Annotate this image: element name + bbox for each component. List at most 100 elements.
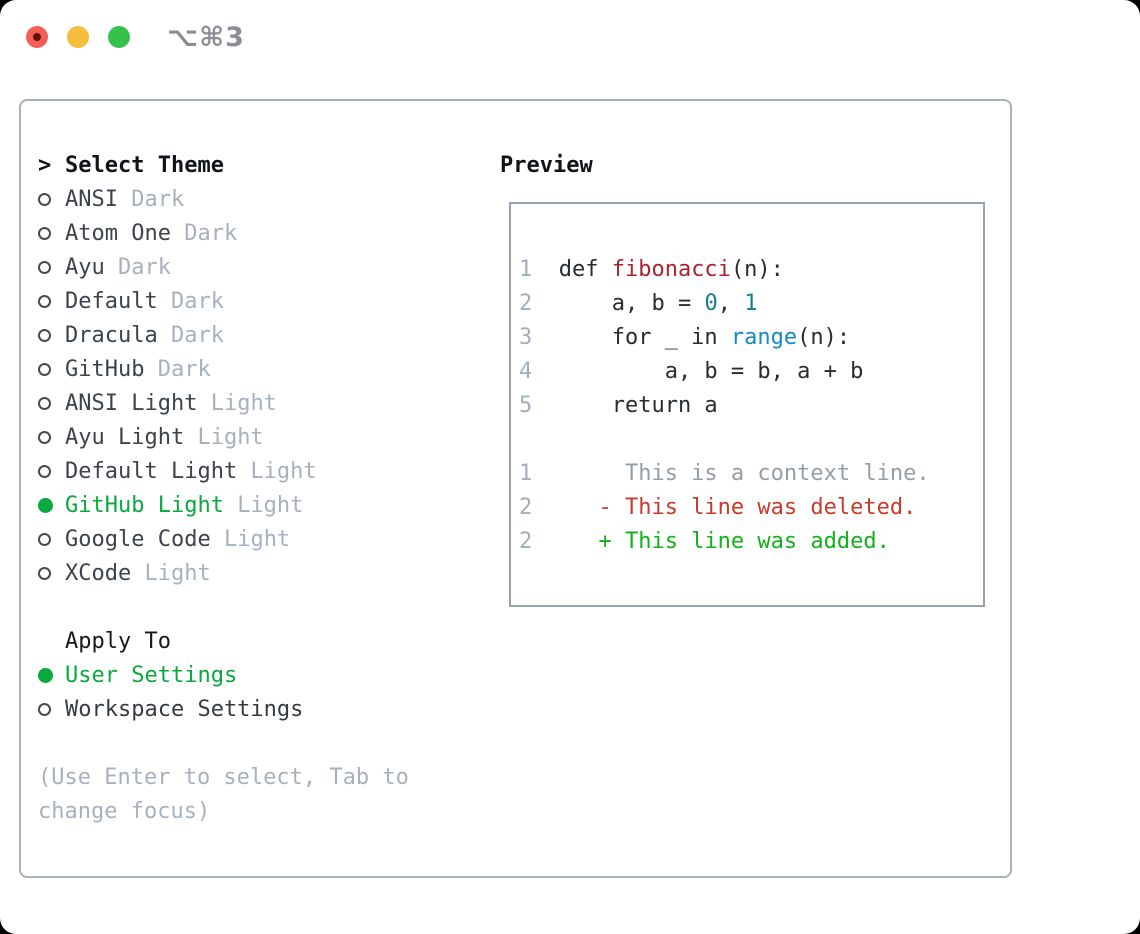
theme-variant: Light: [210, 390, 277, 416]
line-number: 3: [519, 324, 533, 350]
code-line: 5 return a: [519, 388, 983, 422]
theme-option-ayu[interactable]: Ayu Dark: [38, 250, 409, 284]
ring-icon: [38, 362, 51, 376]
code-line: 1 def fibonacci(n):: [519, 252, 983, 286]
theme-option-atom-one[interactable]: Atom One Dark: [38, 216, 409, 250]
token-deleted: - This line was deleted.: [558, 494, 917, 520]
code-line: 3 for _ in range(n):: [519, 320, 983, 354]
theme-option-google-code[interactable]: Google Code Light: [38, 522, 409, 556]
theme-variant: Dark: [170, 322, 224, 348]
theme-option-default-light[interactable]: Default Light Light: [38, 454, 409, 488]
token-plain: return a: [558, 392, 718, 418]
theme-name: Default Light: [65, 458, 251, 484]
radio-ring-icon: [38, 566, 65, 580]
theme-name: Default: [65, 288, 171, 314]
line-content: a, b = b, a + b: [559, 359, 864, 384]
line-content: a, b = 0, 1: [559, 291, 758, 316]
theme-variant: Light: [223, 526, 291, 552]
theme-variant: Dark: [170, 288, 224, 314]
code-line: 4 a, b = b, a + b: [519, 354, 983, 388]
theme-variant: Dark: [117, 254, 171, 280]
ring-icon: [38, 430, 51, 444]
token-added: + This line was added.: [558, 528, 890, 554]
apply-option-user-settings[interactable]: User Settings: [38, 658, 409, 692]
theme-option-xcode[interactable]: XCode Light: [38, 556, 409, 590]
token-builtin: range: [730, 324, 798, 350]
line-content: def fibonacci(n):: [559, 257, 784, 282]
apply-option-label: User Settings: [65, 662, 238, 688]
theme-name: Google Code: [65, 526, 224, 552]
theme-name: Atom One: [65, 220, 185, 246]
token-plain: (n):: [730, 256, 784, 282]
hint-text-line: change focus): [38, 798, 211, 824]
zoom-button[interactable]: [108, 26, 130, 48]
theme-option-default[interactable]: Default Dark: [38, 284, 409, 318]
apply-option-workspace-settings[interactable]: Workspace Settings: [38, 692, 409, 726]
code-line: 1 This is a context line.: [519, 456, 983, 490]
theme-option-ayu-light[interactable]: Ayu Light Light: [38, 420, 409, 454]
token-plain: for _ in: [558, 324, 731, 350]
theme-option-github-light[interactable]: GitHub Light Light: [38, 488, 409, 522]
line-number: 5: [519, 392, 533, 418]
apply-option-label: Workspace Settings: [65, 696, 304, 722]
theme-option-github[interactable]: GitHub Dark: [38, 352, 409, 386]
radio-ring-icon: [38, 464, 65, 478]
line-number: 1: [519, 256, 533, 282]
code-line: 2 - This line was deleted.: [519, 490, 983, 524]
token-func: fibonacci: [611, 256, 731, 282]
token-plain: def: [558, 256, 612, 282]
line-number: 4: [519, 358, 533, 384]
line-content: + This line was added.: [558, 528, 890, 554]
theme-variant: Light: [144, 560, 211, 586]
theme-option-dracula[interactable]: Dracula Dark: [38, 318, 409, 352]
radio-ring-icon: [38, 226, 65, 240]
ring-icon: [38, 464, 51, 478]
radio-ring-icon: [38, 260, 65, 274]
theme-variant: Light: [250, 458, 317, 484]
theme-name: Ayu Light: [65, 424, 198, 450]
radio-ring-icon: [38, 430, 65, 444]
select-theme-header: > Select Theme: [38, 148, 409, 182]
theme-variant: Dark: [184, 220, 238, 246]
radio-ring-icon: [38, 362, 65, 376]
spacer: [38, 726, 409, 760]
theme-name: ANSI: [65, 186, 132, 212]
apply-to-header: Apply To: [38, 624, 409, 658]
radio-ring-icon: [38, 396, 65, 410]
radio-ring-icon: [38, 702, 65, 716]
title-bar: ⌥⌘3: [0, 0, 1140, 74]
ring-icon: [38, 192, 51, 206]
radio-ring-icon: [38, 532, 65, 546]
theme-variant: Dark: [131, 186, 185, 212]
token-number: 1: [744, 290, 758, 316]
token-plain: ,: [717, 290, 745, 316]
line-number: 2: [519, 528, 533, 554]
selected-dot-icon: [38, 497, 65, 513]
code-line: [519, 422, 983, 456]
theme-name: Ayu: [65, 254, 118, 280]
cursor-marker: >: [38, 153, 65, 178]
theme-variant: Dark: [157, 356, 211, 382]
theme-name: XCode: [65, 560, 145, 586]
hint-text-line: (Use Enter to select, Tab to: [38, 764, 409, 790]
line-content: return a: [559, 393, 718, 418]
code-line: 2 a, b = 0, 1: [519, 286, 983, 320]
radio-ring-icon: [38, 192, 65, 206]
dot-icon: [38, 667, 53, 683]
apply-to-title: Apply To: [65, 628, 171, 654]
selected-dot-icon: [38, 667, 65, 683]
preview-title: Preview: [500, 152, 593, 178]
line-number: 2: [519, 290, 533, 316]
minimize-button[interactable]: [67, 26, 89, 48]
keyboard-hint: (Use Enter to select, Tab to change focus…: [38, 760, 409, 828]
line-content: for _ in range(n):: [559, 325, 850, 350]
close-button[interactable]: [26, 26, 48, 48]
ring-icon: [38, 702, 51, 716]
ring-icon: [38, 226, 51, 240]
theme-option-ansi[interactable]: ANSI Dark: [38, 182, 409, 216]
theme-name: Dracula: [65, 322, 171, 348]
theme-option-ansi-light[interactable]: ANSI Light Light: [38, 386, 409, 420]
